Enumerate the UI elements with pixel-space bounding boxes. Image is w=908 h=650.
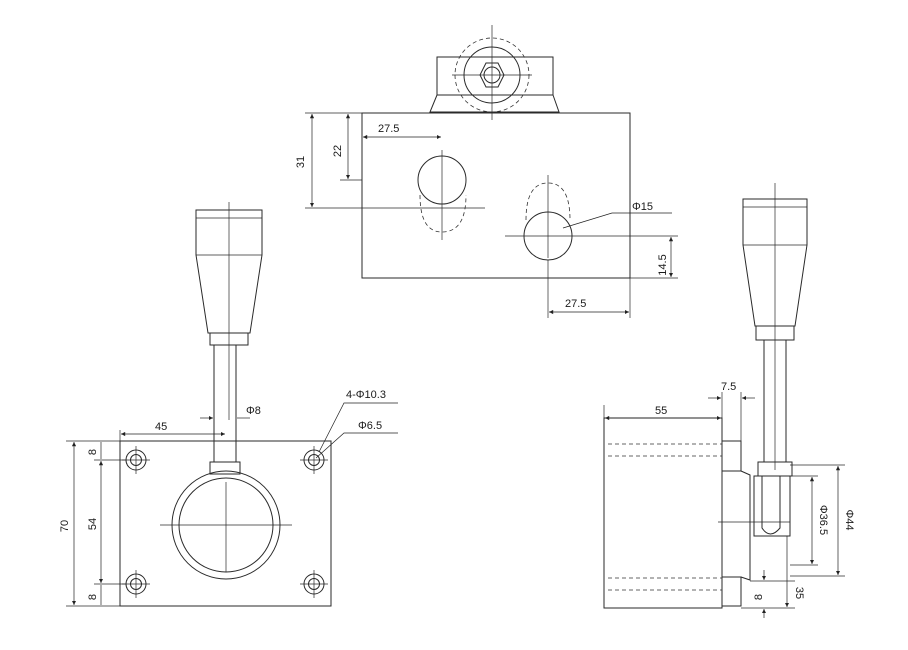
dim-right-offset: 27.5 xyxy=(565,298,586,310)
mount-holes xyxy=(122,446,328,598)
handle-collar xyxy=(209,332,249,346)
dim-height-upper: 22 xyxy=(332,145,344,157)
shaft-nut xyxy=(209,461,241,475)
dim-base-height: 35 xyxy=(793,587,805,599)
dim-total-height: 70 xyxy=(59,520,71,532)
dim-mount-holes: 4-Φ10.3 xyxy=(346,389,386,401)
side-view: 55 7.5 Φ36.5 Φ44 35 8 xyxy=(603,183,855,618)
dim-edge-bottom: 8 xyxy=(87,594,99,600)
side-inner-cylinder xyxy=(753,475,791,537)
side-flange-top xyxy=(721,440,742,472)
side-inner-pin xyxy=(761,476,781,535)
top-view-body xyxy=(361,112,631,279)
side-handle-collar xyxy=(755,325,795,341)
side-boss xyxy=(740,470,751,581)
dim-hole-spacing: 54 xyxy=(87,518,99,530)
top-view-knob-block xyxy=(436,56,554,96)
dim-body-width: 55 xyxy=(655,405,667,417)
dim-left-offset: 27.5 xyxy=(378,123,399,135)
dim-bottom-offset: 14.5 xyxy=(657,254,669,275)
dim-height-total: 31 xyxy=(295,156,307,168)
dim-base-edge: 8 xyxy=(753,594,765,600)
dim-hole-diameter: Φ15 xyxy=(632,201,653,213)
dim-handle-shaft: Φ8 xyxy=(246,405,261,417)
dim-center-offset: 45 xyxy=(155,421,167,433)
dim-edge-top: 8 xyxy=(87,449,99,455)
top-view-knob-base xyxy=(429,94,560,113)
front-base-plate xyxy=(119,440,332,607)
dim-outer-diameter: Φ44 xyxy=(843,509,855,530)
top-view: 31 22 27.5 Φ15 14.5 27.5 xyxy=(295,25,678,318)
dim-inner-diameter: Φ36.5 xyxy=(817,505,829,535)
dim-inner-hole: Φ6.5 xyxy=(358,420,382,432)
top-view-hole-left-dashed xyxy=(419,194,467,233)
side-flange-bottom xyxy=(721,576,742,607)
front-view: Φ8 4-Φ10.3 Φ6.5 45 70 54 8 8 xyxy=(59,202,398,607)
side-body xyxy=(603,417,723,609)
dim-flange: 7.5 xyxy=(721,381,736,393)
top-view-hole-right-dashed xyxy=(525,182,571,221)
